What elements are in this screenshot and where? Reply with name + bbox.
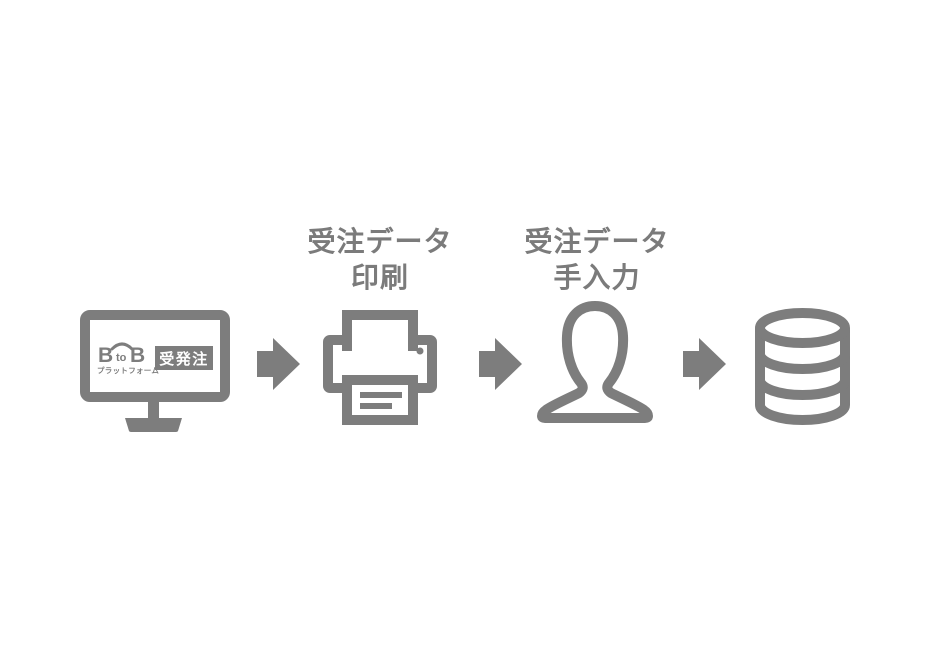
printer-step-label-line2: 印刷 <box>350 262 409 293</box>
logo-badge-text: 受発注 <box>159 350 209 368</box>
arrow-right-icon <box>257 338 300 390</box>
logo-b-left: B <box>98 344 113 367</box>
person-step-label-line2: 手入力 <box>553 262 641 293</box>
logo-b-right: B <box>130 344 145 367</box>
printer-step-label-line1: 受注データ <box>307 226 453 257</box>
logo-subtitle: プラットフォーム <box>97 365 159 375</box>
logo-arc-icon <box>110 342 134 351</box>
btob-logo: B to B プラットフォーム 受発注 <box>97 342 213 375</box>
printer-icon <box>323 310 437 425</box>
logo-to: to <box>116 352 127 364</box>
arrow-right-icon <box>683 338 726 390</box>
printer-step-label: 受注データ 印刷 <box>280 224 480 296</box>
logo-badge <box>155 346 213 370</box>
person-step-label-line1: 受注データ <box>524 226 670 257</box>
printer-tray <box>342 310 418 351</box>
monitor-icon: B to B プラットフォーム 受発注 <box>80 310 230 432</box>
monitor-stand-base <box>125 418 182 432</box>
monitor-stand-stem <box>148 397 159 418</box>
person-step-label: 受注データ 手入力 <box>497 224 697 296</box>
arrow-right-icon <box>479 338 522 390</box>
printer-paper <box>342 375 418 425</box>
person-icon <box>537 301 653 423</box>
printer-led-dot <box>416 347 424 355</box>
database-top <box>755 308 850 348</box>
database-icon <box>755 308 850 425</box>
